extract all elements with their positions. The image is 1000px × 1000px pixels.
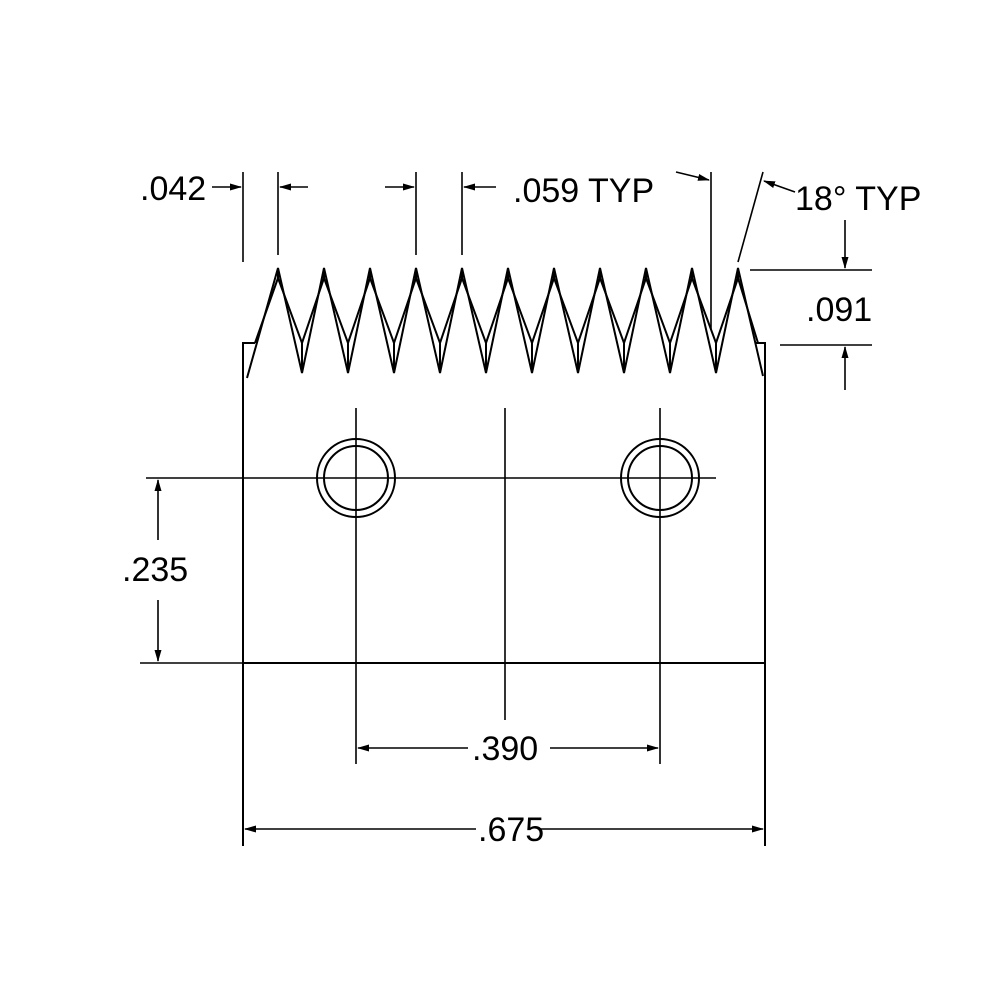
dim-label-tooth-pitch: .059 TYP — [513, 172, 654, 210]
dim-18deg-leader — [763, 180, 796, 193]
right-shoulder — [756, 342, 766, 378]
left-shoulder — [242, 342, 255, 378]
teeth — [246, 267, 764, 379]
blade-outline — [242, 342, 766, 846]
dim-label-overall-width: .675 — [478, 811, 544, 849]
top-extension-lines — [242, 171, 872, 346]
tooth-ridges — [277, 268, 739, 373]
dim-label-hole-spacing: .390 — [472, 730, 538, 768]
dim-label-hole-height: .235 — [122, 551, 188, 589]
center-lines — [140, 408, 716, 764]
dim-label-margin-left: .042 — [140, 170, 206, 208]
dim-059-leader — [675, 171, 710, 181]
dim-label-tooth-height: .091 — [806, 291, 872, 329]
dim-label-tooth-angle: 18° TYP — [795, 180, 921, 218]
dimension-arrows — [154, 171, 849, 833]
